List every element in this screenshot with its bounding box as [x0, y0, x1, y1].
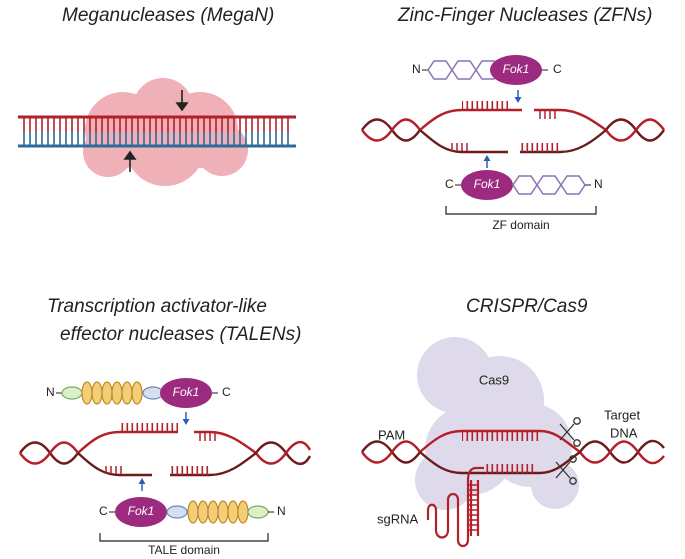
talen-top-c-label: C: [222, 385, 231, 399]
cas9-protein: [415, 337, 579, 510]
talen-title-line1: Transcription activator-like: [47, 296, 267, 317]
talen-top-overhang: [120, 423, 178, 432]
meganuclease-cut-arrows: [123, 90, 189, 172]
talen-domain-bracket: [99, 533, 269, 542]
pam-label: PAM: [378, 427, 405, 442]
talen-bottom-fok1: [115, 497, 167, 527]
sgrna-label: sgRNA: [377, 511, 419, 526]
zfn-top-n-label: N: [412, 62, 421, 76]
zfn-top-overhang: [462, 101, 508, 110]
zfn-bottom-fok1: [461, 170, 513, 200]
talen-bottom-cut-arrow: [138, 478, 146, 491]
crispr-guide-pairing-rungs: [484, 464, 536, 473]
scissors-icon-bottom: [555, 455, 577, 485]
talen-top-fok1: [160, 378, 212, 408]
meganuclease-panel: [18, 78, 296, 186]
meganuclease-dna: [18, 115, 296, 148]
zfn-bottom-overhang: [520, 143, 560, 152]
sgrna-hairpin-rungs: [468, 484, 478, 531]
talen-domain-label: TALE domain: [148, 543, 220, 557]
crispr-panel: Cas9 PAM Target DNA sgRNA: [361, 337, 665, 548]
talen-dna: [19, 430, 312, 477]
talen-top-tale-repeats: [81, 381, 143, 405]
zfn-top-c-label: C: [553, 62, 562, 76]
zfn-top-fok1: [490, 55, 542, 85]
zfn-bottom-fok1-label: Fok1: [474, 177, 501, 191]
zfn-bottom-zinc-fingers: [512, 175, 586, 195]
talen-bottom-tale-repeats: [187, 500, 249, 524]
talen-title-line2: effector nucleases (TALENs): [60, 324, 302, 345]
talen-bottom-fok1-label: Fok1: [128, 504, 155, 518]
crispr-target-strand-rungs: [462, 432, 540, 441]
talen-top-n-label: N: [46, 385, 55, 399]
cas9-label: Cas9: [479, 372, 509, 387]
talen-bottom-overhang: [170, 466, 210, 475]
zfn-domain-label: ZF domain: [492, 218, 549, 232]
scissors-icon-top: [559, 417, 581, 447]
meganuclease-title: Meganucleases (MegaN): [62, 5, 275, 26]
zfn-small-rungs: [451, 111, 556, 151]
zfn-bottom-cut-arrow: [483, 155, 491, 168]
talen-top-cut-arrow: [182, 412, 190, 425]
talen-top-fok1-label: Fok1: [173, 385, 200, 399]
zfn-title: Zinc-Finger Nucleases (ZFNs): [398, 5, 653, 26]
talen-bottom-c-label: C: [99, 504, 108, 518]
zfn-top-zinc-fingers: [427, 60, 501, 80]
target-dna-label-line1: Target: [604, 407, 641, 422]
zfn-bottom-c-label: C: [445, 177, 454, 191]
talen-panel: N Fok1 C: [19, 378, 312, 557]
zfn-panel: N Fok1 C: [361, 55, 665, 232]
zfn-top-cut-arrow: [514, 90, 522, 103]
talen-small-rungs: [105, 433, 216, 474]
zfn-dna: [361, 108, 665, 154]
talen-bottom-n-label: N: [277, 504, 286, 518]
zfn-top-fok1-label: Fok1: [503, 62, 530, 76]
crispr-title: CRISPR/Cas9: [466, 296, 588, 317]
zfn-domain-bracket: [445, 206, 597, 215]
target-dna-label-line2: DNA: [610, 425, 638, 440]
zfn-bottom-n-label: N: [594, 177, 603, 191]
